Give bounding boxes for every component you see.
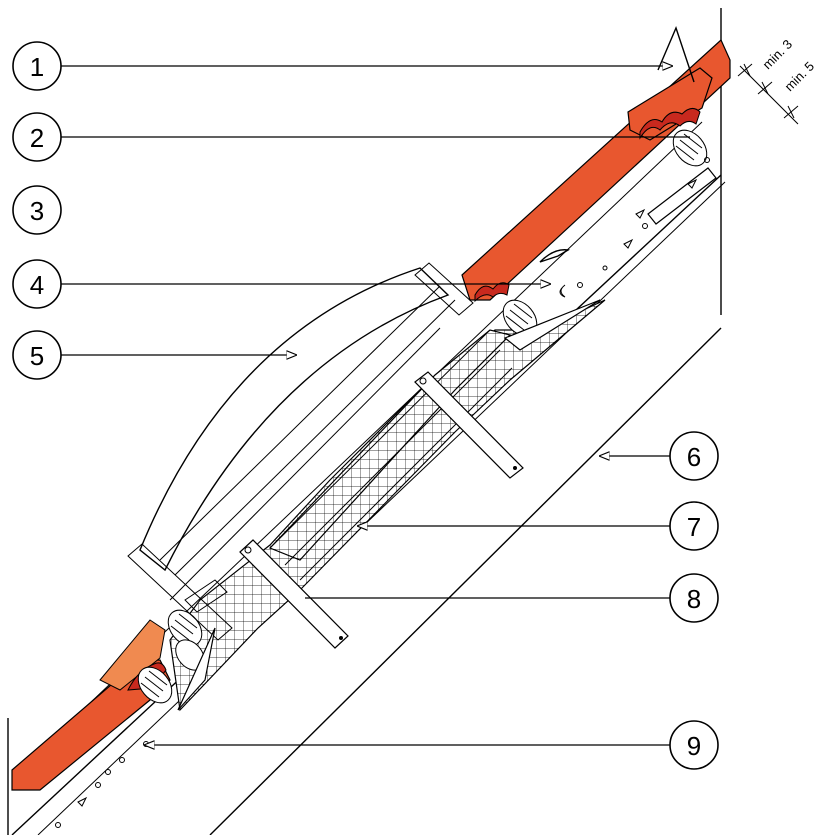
callout-9: 9	[669, 720, 719, 770]
counter-battens-upper	[502, 129, 708, 337]
callout-4: 4	[12, 259, 62, 309]
callout-3-label: 3	[30, 196, 44, 226]
counter-battens-lower	[137, 609, 205, 704]
callout-9-label: 9	[687, 731, 701, 761]
callout-6: 6	[669, 431, 719, 481]
callout-7-label: 7	[687, 512, 701, 542]
callout-5-label: 5	[30, 341, 44, 371]
callout-2: 2	[12, 112, 62, 162]
roof-window-sash	[127, 262, 474, 641]
dimension-marks	[737, 63, 799, 125]
dimension-min3: min. 3	[760, 36, 796, 72]
callout-4-label: 4	[30, 270, 44, 300]
callout-1-label: 1	[30, 52, 44, 82]
callout-8: 8	[669, 573, 719, 623]
mounting-brackets	[239, 371, 524, 649]
roof-tiles-upper	[461, 39, 731, 303]
callout-3: 3	[12, 185, 62, 235]
callout-5: 5	[12, 330, 62, 380]
flashing	[177, 167, 717, 711]
insulation-lines	[269, 329, 513, 581]
insulation-lower	[169, 299, 606, 712]
roof-tiles-lower	[11, 619, 171, 791]
fasteners	[55, 157, 710, 828]
callout-8-label: 8	[687, 584, 701, 614]
callout-7: 7	[669, 501, 719, 551]
clip-details	[539, 26, 695, 298]
callout-1: 1	[12, 41, 62, 91]
callout-2-label: 2	[30, 123, 44, 153]
insulation-upper	[268, 329, 512, 561]
callout-6-label: 6	[687, 442, 701, 472]
leader-lines	[61, 66, 690, 745]
dimension-min5: min. 5	[782, 58, 818, 94]
